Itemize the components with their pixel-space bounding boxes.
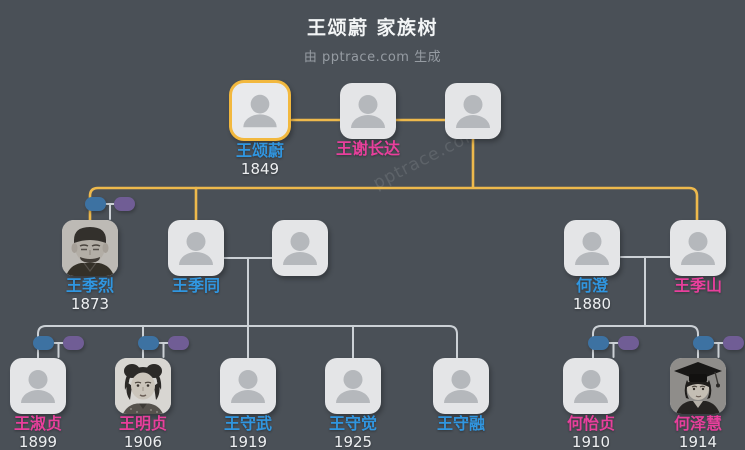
- person-year: 1849: [240, 159, 280, 178]
- person-placeholder-icon: [574, 370, 608, 403]
- collapsed-spouse-badge-purple[interactable]: [723, 336, 744, 350]
- person-node-wang-jilie[interactable]: 王季烈 1873: [62, 220, 118, 312]
- person-name: 王守融: [436, 414, 485, 433]
- person-name: 王颂蔚: [235, 141, 284, 160]
- person-node-unnamed-g1[interactable]: [445, 83, 501, 139]
- person-placeholder-icon: [231, 370, 265, 403]
- person-name: 王明贞: [118, 414, 167, 433]
- person-name: 王季同: [171, 276, 220, 295]
- person-node-unnamed-g2[interactable]: [272, 220, 328, 276]
- collapsed-node-badge-blue[interactable]: [85, 197, 106, 211]
- collapsed-node-badge-blue[interactable]: [693, 336, 714, 350]
- person-node-he-zehui[interactable]: 何泽慧 1914: [670, 358, 726, 450]
- person-name: 王守武: [223, 414, 272, 433]
- person-node-he-cheng[interactable]: 何澄 1880: [564, 220, 620, 312]
- person-placeholder-icon: [351, 95, 385, 128]
- person-placeholder-icon: [21, 370, 55, 403]
- person-year: 1906: [123, 432, 163, 450]
- person-node-he-yizhen[interactable]: 何怡贞 1910: [563, 358, 619, 450]
- person-node-wang-mingzhen[interactable]: 王明贞 1906: [115, 358, 171, 450]
- person-node-wang-shoujue[interactable]: 王守觉 1925: [325, 358, 381, 450]
- person-year: 1925: [333, 432, 373, 450]
- person-year: 1919: [228, 432, 268, 450]
- person-name: 何怡贞: [566, 414, 615, 433]
- person-photo: [115, 358, 171, 414]
- person-name: 王淑贞: [13, 414, 62, 433]
- person-placeholder-icon: [179, 232, 213, 265]
- person-year: 1899: [18, 432, 58, 450]
- collapsed-spouse-badge-purple[interactable]: [618, 336, 639, 350]
- person-node-wang-jitong[interactable]: 王季同: [168, 220, 224, 294]
- person-placeholder-icon: [681, 232, 715, 265]
- person-name: 王季山: [673, 276, 722, 295]
- person-node-wang-xie-changda[interactable]: 王谢长达: [336, 83, 400, 157]
- person-placeholder-icon: [456, 95, 490, 128]
- person-node-wang-shouwu[interactable]: 王守武 1919: [220, 358, 276, 450]
- person-placeholder-icon: [243, 94, 277, 128]
- person-placeholder-icon: [336, 370, 370, 403]
- person-name: 王守觉: [328, 414, 377, 433]
- person-node-wang-jishan[interactable]: 王季山: [670, 220, 726, 294]
- person-placeholder-icon: [575, 232, 609, 265]
- collapsed-spouse-badge-purple[interactable]: [114, 197, 135, 211]
- collapsed-node-badge-blue[interactable]: [33, 336, 54, 350]
- descendant-connectors: [37, 203, 724, 359]
- person-photo: [62, 220, 118, 276]
- person-name: 何泽慧: [673, 414, 722, 433]
- person-placeholder-icon: [283, 232, 317, 265]
- root-family-connectors: [88, 118, 699, 222]
- page-header: 王颂蔚 家族树 由 pptrace.com 生成: [0, 13, 745, 65]
- person-node-wang-songwei[interactable]: 王颂蔚 1849: [229, 80, 291, 177]
- person-name: 何澄: [575, 276, 608, 295]
- person-year: 1880: [572, 294, 612, 313]
- person-year: 1914: [678, 432, 718, 450]
- person-node-wang-shuzhen[interactable]: 王淑贞 1899: [10, 358, 66, 450]
- person-node-wang-shourong[interactable]: 王守融: [433, 358, 489, 432]
- collapsed-spouse-badge-purple[interactable]: [168, 336, 189, 350]
- collapsed-node-badge-blue[interactable]: [588, 336, 609, 350]
- person-placeholder-icon: [444, 370, 478, 403]
- person-year: 1910: [571, 432, 611, 450]
- collapsed-spouse-badge-purple[interactable]: [63, 336, 84, 350]
- person-year: 1873: [70, 294, 110, 313]
- person-name: 王季烈: [65, 276, 114, 295]
- page-subtitle: 由 pptrace.com 生成: [303, 50, 442, 65]
- collapsed-node-badge-blue[interactable]: [138, 336, 159, 350]
- person-photo: [670, 358, 726, 414]
- person-name: 王谢长达: [335, 139, 400, 158]
- page-title: 王颂蔚 家族树: [306, 17, 439, 39]
